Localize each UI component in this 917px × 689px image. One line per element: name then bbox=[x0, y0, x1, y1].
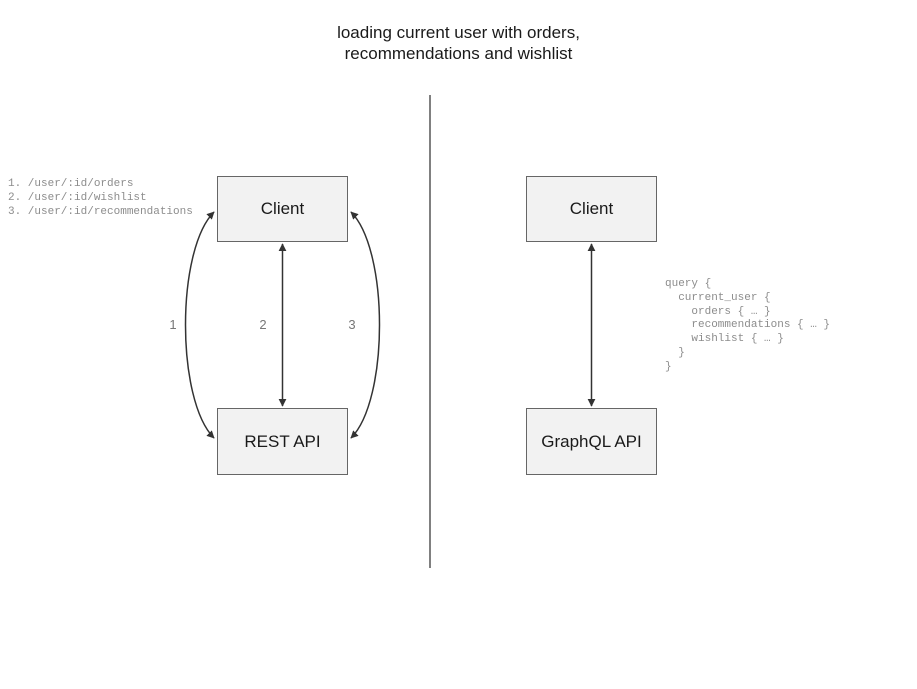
rest-vs-graphql-divider bbox=[429, 95, 431, 568]
graphql-query-snippet: query { current_user { orders { … } reco… bbox=[665, 278, 831, 373]
node-graphql-client[interactable]: Client bbox=[526, 176, 657, 242]
node-rest-api-label: REST API bbox=[244, 431, 321, 451]
rest-endpoint-list: 1. /user/:id/orders 2. /user/:id/wishlis… bbox=[8, 178, 193, 218]
page-title: loading current user with orders, recomm… bbox=[337, 23, 580, 63]
node-graphql-api-label: GraphQL API bbox=[541, 431, 642, 451]
node-graphql-api[interactable]: GraphQL API bbox=[526, 408, 657, 475]
edge-label-3: 3 bbox=[348, 317, 356, 332]
edge-label-1: 1 bbox=[169, 317, 177, 332]
edge-rest-1-path bbox=[184, 211, 215, 439]
edge-label-2: 2 bbox=[259, 317, 267, 332]
node-rest-client[interactable]: Client bbox=[217, 176, 348, 242]
node-rest-api[interactable]: REST API bbox=[217, 408, 348, 475]
node-rest-client-label: Client bbox=[260, 199, 305, 218]
node-graphql-client-label: Client bbox=[569, 199, 614, 218]
